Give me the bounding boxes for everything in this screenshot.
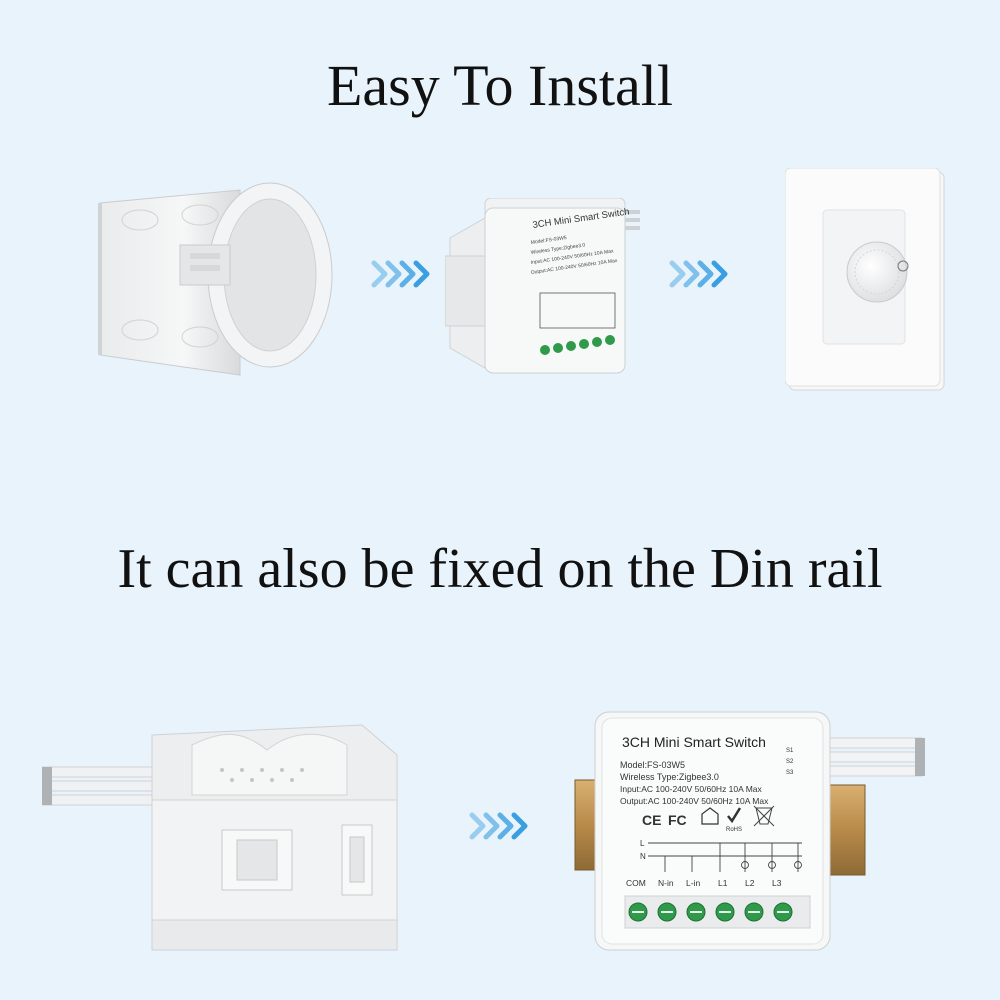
wall-dimmer-switch-icon bbox=[785, 168, 945, 391]
rohs-mark: RoHS bbox=[726, 827, 742, 833]
module-wireless: Wireless Type:Zigbee3.0 bbox=[620, 772, 719, 782]
home-icon bbox=[701, 807, 719, 825]
smart-switch-module-small: 3CH Mini Smart Switch Model:FS-03W5 Wire… bbox=[445, 198, 640, 374]
line-n-label: N bbox=[640, 852, 646, 861]
module-title: 3CH Mini Smart Switch bbox=[622, 734, 766, 750]
line-l-label: L bbox=[640, 839, 645, 848]
module-input: Input:AC 100-240V 50/60Hz 10A Max bbox=[620, 784, 763, 794]
chevron-arrows-icon bbox=[371, 260, 430, 288]
heading-easy-install: Easy To Install bbox=[326, 53, 674, 118]
module-output: Output:AC 100-240V 50/60Hz 10A Max bbox=[620, 796, 769, 806]
wire-label-s2: S2 bbox=[786, 759, 794, 765]
ce-mark: CE bbox=[642, 812, 661, 828]
chevron-arrows-icon bbox=[669, 260, 728, 288]
terminal-label-l1: L1 bbox=[718, 878, 728, 888]
module-model: Model:FS-03W5 bbox=[620, 760, 685, 770]
terminal-label-l-in: L-in bbox=[686, 878, 700, 888]
terminal-label-n-in: N-in bbox=[658, 878, 674, 888]
wire-label-s1: S1 bbox=[786, 748, 794, 754]
fc-mark: FC bbox=[668, 812, 687, 828]
terminal-label-l2: L2 bbox=[745, 878, 755, 888]
smart-switch-on-din-rail: 3CH Mini Smart Switch Model:FS-03W5 Wire… bbox=[574, 711, 925, 951]
wire-label-s3: S3 bbox=[786, 770, 794, 776]
chevron-arrows-icon bbox=[469, 812, 528, 840]
smart-switch-module-back bbox=[42, 724, 398, 951]
small-module-model: Model:FS-03W5 bbox=[530, 235, 567, 246]
heading-din-rail: It can also be fixed on the Din rail bbox=[117, 538, 883, 600]
wiring-diagram bbox=[648, 842, 802, 872]
weee-bin-icon bbox=[753, 805, 775, 827]
junction-box-icon bbox=[98, 182, 333, 376]
rohs-check-icon bbox=[727, 807, 742, 824]
terminal-label-l3: L3 bbox=[772, 878, 782, 888]
terminal-label-com: COM bbox=[626, 878, 646, 888]
